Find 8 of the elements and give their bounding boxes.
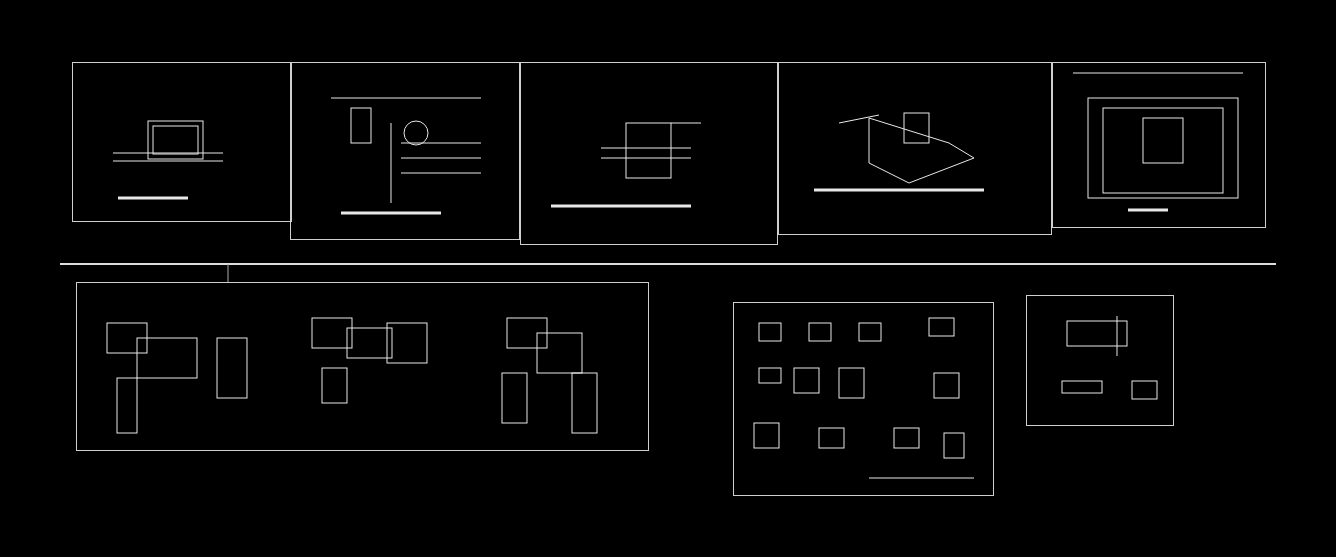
drawing-sheet-frame bbox=[778, 62, 1052, 235]
drawing-sheet-frame bbox=[1026, 295, 1174, 426]
drawing-sheet-frame bbox=[72, 62, 292, 222]
drawing-sheet-frame bbox=[76, 282, 649, 451]
drawing-sheet-frame bbox=[520, 62, 778, 245]
drawing-sheet-frame bbox=[733, 302, 994, 496]
drawing-sheet-frame bbox=[1052, 62, 1266, 228]
drawing-sheet-frame bbox=[290, 62, 520, 240]
